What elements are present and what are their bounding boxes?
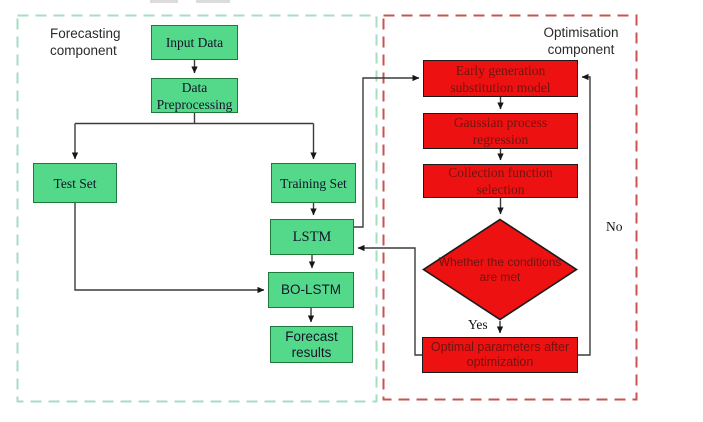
- node-lstm: LSTM: [270, 219, 354, 255]
- node-test-set-label: Test Set: [53, 175, 97, 191]
- node-decision-diamond: Whether the conditions are met: [422, 218, 578, 321]
- node-bo-lstm: BO-LSTM: [268, 272, 354, 308]
- node-training-set-label: Training Set: [280, 175, 347, 191]
- node-decision-line1: Whether the conditions: [438, 254, 562, 269]
- node-collection-selection: Collection function selection: [423, 164, 578, 198]
- scan-artifact: [196, 0, 230, 3]
- node-early-generation-line1: Early generation: [455, 62, 546, 78]
- node-bo-lstm-label: BO-LSTM: [280, 282, 341, 297]
- node-input-data-label: Input Data: [165, 35, 224, 50]
- node-optimal-parameters-line1: Optimal parameters after: [430, 340, 570, 354]
- node-decision-label: Whether the conditions are met: [430, 218, 570, 321]
- edge-label-no: No: [606, 219, 623, 234]
- forecasting-panel-label: Forecasting component: [50, 25, 121, 59]
- optimisation-panel-border: [382, 14, 638, 401]
- forecasting-panel-label-line1: Forecasting: [50, 26, 121, 41]
- node-early-generation: Early generation substitution model: [423, 60, 578, 97]
- edge-optimal-to-lstm: [357, 244, 422, 356]
- edge-test-to-bolstm: [74, 203, 265, 294]
- node-gaussian-regression: Gaussian process regression: [423, 113, 578, 149]
- optimisation-panel-label-line2: component: [547, 42, 615, 57]
- node-lstm-label: LSTM: [292, 228, 332, 245]
- node-test-set: Test Set: [33, 163, 117, 203]
- node-data-preprocessing-line1: Data: [181, 79, 208, 95]
- node-forecast-results: Forecast results: [270, 326, 353, 363]
- node-early-generation-line2: substitution model: [450, 79, 551, 95]
- forecasting-panel-border: [16, 14, 378, 403]
- node-collection-selection-line1: Collection function: [448, 165, 553, 180]
- node-optimal-parameters: Optimal parameters after optimization: [422, 337, 578, 373]
- node-training-set: Training Set: [271, 163, 356, 203]
- node-collection-selection-line2: selection: [476, 182, 525, 197]
- node-decision-line2: are met: [479, 269, 521, 284]
- node-forecast-results-line1: Forecast: [285, 328, 338, 344]
- node-input-data: Input Data: [151, 25, 238, 60]
- edge-preprocessing-branch: [75, 113, 314, 125]
- node-forecast-results-line2: results: [291, 344, 332, 360]
- node-optimal-parameters-line2: optimization: [466, 355, 534, 369]
- forecasting-panel-label-line2: component: [50, 43, 117, 58]
- edge-lstm-to-early-generation: [354, 74, 420, 228]
- optimisation-panel-label: Optimisation component: [538, 24, 624, 58]
- node-data-preprocessing-line2: Preprocessing: [156, 96, 233, 112]
- node-gaussian-regression-line2: regression: [472, 132, 529, 147]
- edge-no-loop-to-early-generation: [578, 73, 591, 356]
- optimisation-panel-label-line1: Optimisation: [543, 25, 619, 40]
- decision-diamond-shape: [422, 218, 578, 321]
- node-gaussian-regression-line1: Gaussian process: [453, 115, 548, 130]
- scan-artifact: [150, 0, 178, 3]
- edge-label-yes: Yes: [468, 317, 488, 332]
- node-data-preprocessing: Data Preprocessing: [151, 78, 238, 113]
